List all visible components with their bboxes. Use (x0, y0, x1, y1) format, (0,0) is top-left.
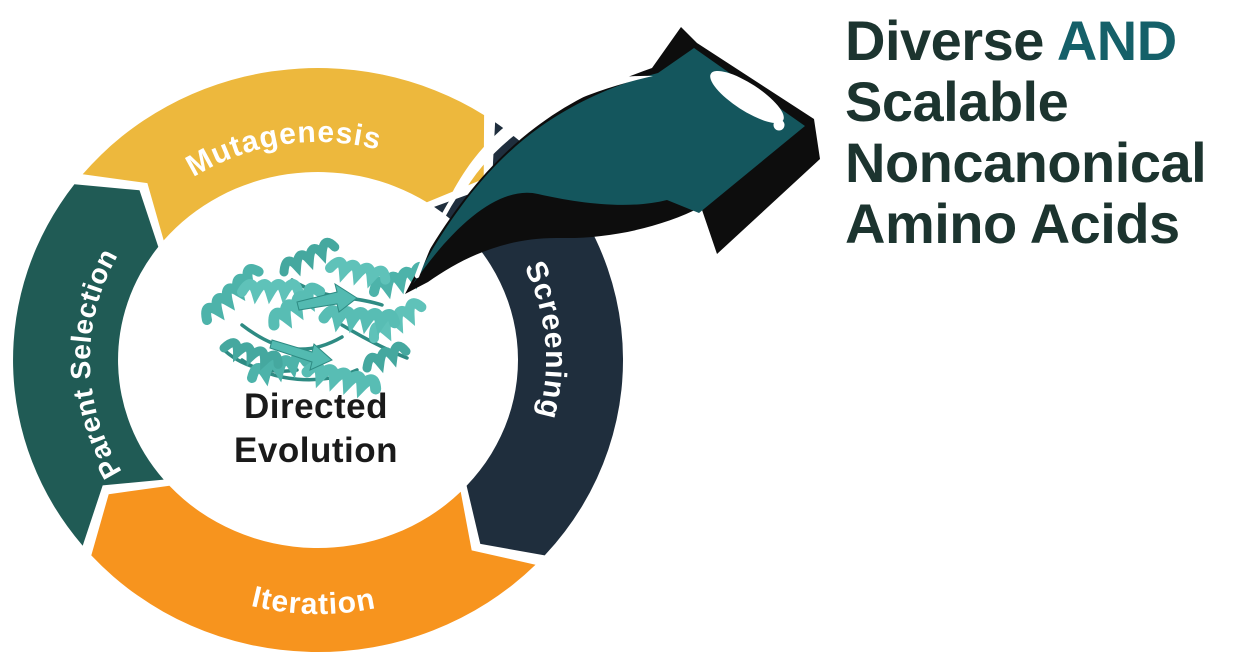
protein-structure-image (201, 237, 433, 399)
arrow-gloss-ellipse (710, 70, 784, 124)
headline-line4: Amino Acids (845, 192, 1180, 255)
arrow-tail-highlight (414, 183, 465, 279)
headline-word-and: AND (1056, 9, 1177, 72)
headline: Diverse AND Scalable Noncanonical Amino … (845, 10, 1207, 255)
segment-parent-selection (13, 184, 164, 546)
center-caption-line1: Directed (244, 387, 388, 426)
arrow-gloss-dot (773, 119, 785, 131)
center-caption-line2: Evolution (234, 431, 398, 470)
center-caption: Directed Evolution (234, 387, 398, 470)
arrow-highlight-crescent (452, 75, 653, 197)
headline-line3: Noncanonical (845, 131, 1207, 194)
headline-line1: Diverse AND (845, 10, 1206, 71)
headline-line2: Scalable (845, 70, 1069, 133)
breakout-arrow (405, 27, 820, 294)
arrow-body (413, 48, 805, 284)
headline-word-diverse: Diverse (845, 9, 1044, 72)
segment-mutagenesis (82, 68, 485, 241)
segment-iteration (91, 485, 536, 653)
